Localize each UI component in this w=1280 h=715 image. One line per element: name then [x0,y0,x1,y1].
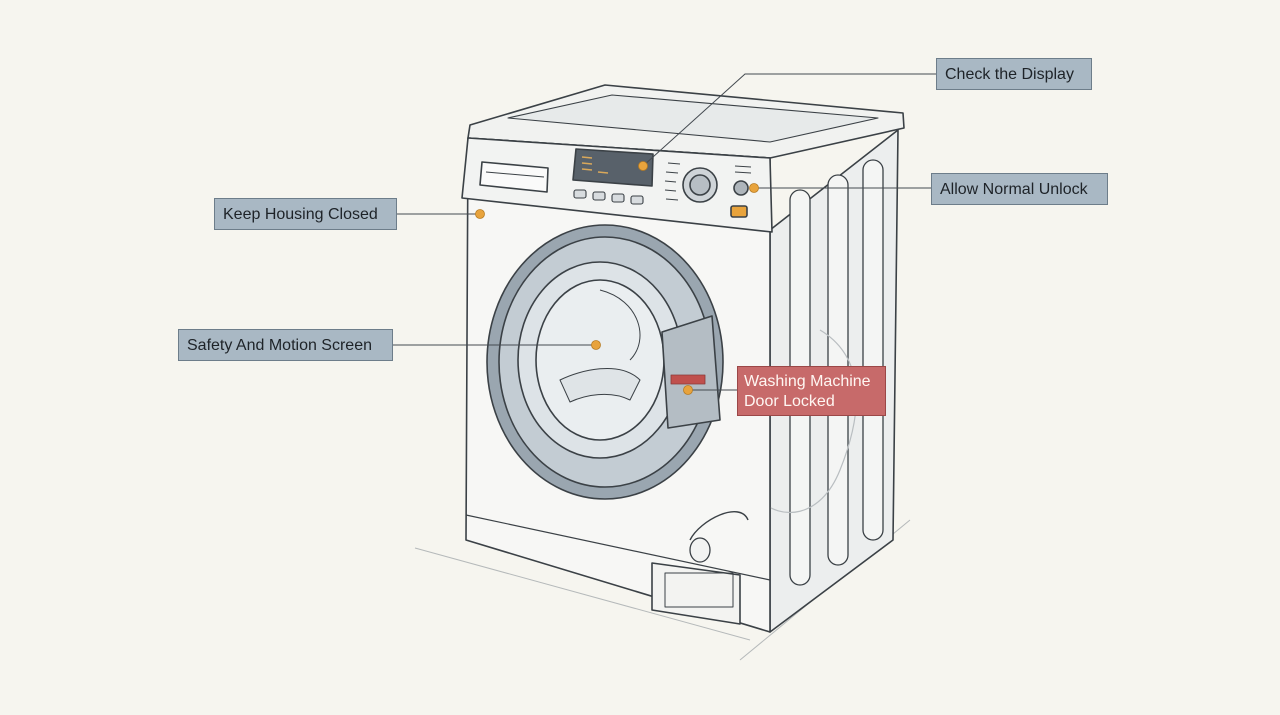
display-window [572,148,654,187]
door-handle [661,315,721,429]
unlock-button [733,180,749,196]
drain-pipe [689,511,749,541]
leader-lines [393,73,936,391]
knob-marks [664,162,681,201]
inner-hose [759,329,857,514]
filter-cover [651,562,741,625]
control-panel [461,137,773,233]
marker-safety-screen [591,340,601,350]
marker-keep-housing [475,209,485,219]
callout-check-display: Check the Display [936,58,1092,90]
lock-tag [670,374,706,385]
marker-door-locked [683,385,693,395]
callout-allow-normal-unlock: Allow Normal Unlock [931,173,1108,205]
drum-paddle [559,367,641,403]
callout-door-locked: Washing Machine Door Locked [737,366,886,416]
display-readout [581,156,609,174]
side-ribs [789,159,884,586]
detergent-drawer [479,161,549,193]
leader-check-display [642,73,936,167]
marker-allow-unlock [749,183,759,193]
top-inset [507,94,879,143]
indicator-led [730,205,748,218]
washing-machine [461,84,905,633]
panel-buttons [573,189,644,205]
markers [475,161,759,395]
marker-check-display [638,161,648,171]
callout-safety-motion-screen: Safety And Motion Screen [178,329,393,361]
callout-keep-housing-closed: Keep Housing Closed [214,198,397,230]
